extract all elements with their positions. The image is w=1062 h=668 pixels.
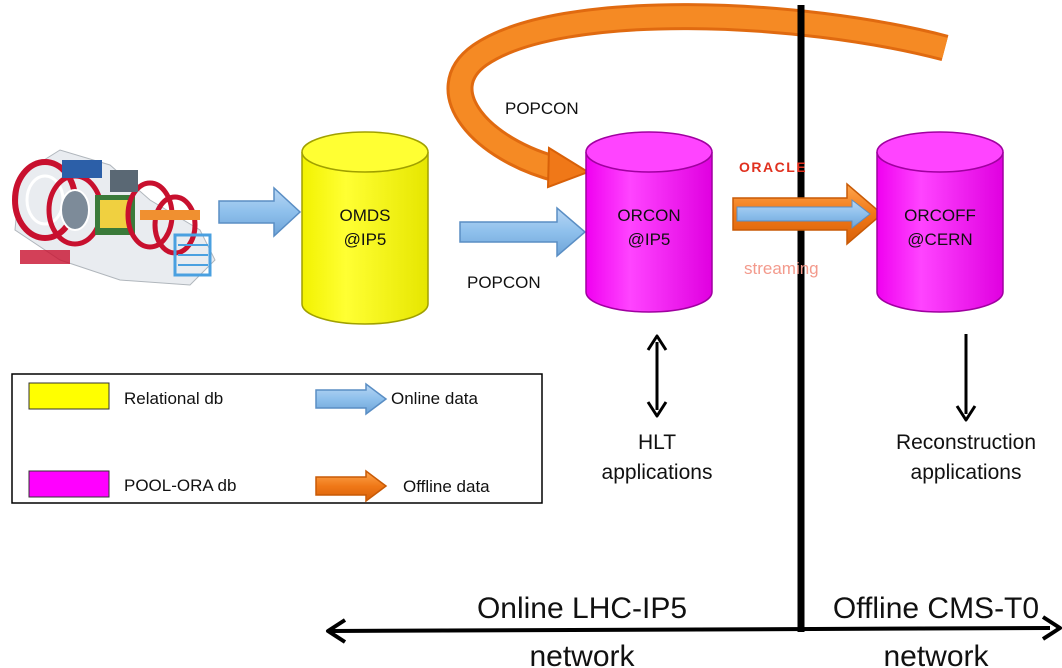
- streaming-arrow-orcon-to-orcoff: [732, 182, 884, 246]
- legend-online-arrow-swatch: [315, 382, 388, 416]
- online-arrow-omds-to-orcon: [459, 206, 587, 258]
- popcon-bottom-label: POPCON: [467, 273, 541, 292]
- omds-location: @IP5: [344, 230, 387, 249]
- hlt-applications-label: applications: [602, 461, 713, 484]
- orcon-location: @IP5: [628, 230, 671, 249]
- reconstruction-applications-label: applications: [911, 461, 1022, 484]
- legend-offline-arrow-swatch: [315, 469, 388, 503]
- orcon-name: ORCON: [617, 206, 680, 225]
- orcoff-database: ORCOFF @CERN: [876, 131, 1004, 313]
- cms-detector-icon: [8, 149, 218, 286]
- legend: Relational db Online data POOL-ORA db Of…: [11, 373, 543, 504]
- legend-relational-db-label: Relational db: [124, 389, 223, 408]
- popcon-top-label: POPCON: [505, 99, 579, 118]
- legend-pool-ora-db-label: POOL-ORA db: [124, 476, 236, 495]
- legend-offline-data-label: Offline data: [403, 477, 490, 496]
- offline-network-label: Offline CMS-T0: [833, 592, 1039, 625]
- omds-name: OMDS: [340, 206, 391, 225]
- online-arrow-detector-to-omds: [218, 186, 302, 238]
- online-network-label: Online LHC-IP5: [477, 592, 687, 625]
- oracle-logo: ORACLE: [739, 159, 807, 175]
- orcoff-name: ORCOFF: [904, 206, 976, 225]
- omds-database: OMDS @IP5: [301, 131, 429, 325]
- network-axis-arrow: [326, 615, 1062, 644]
- offline-network-label-line2: network: [883, 640, 989, 668]
- online-network-label-line2: network: [529, 640, 635, 668]
- streaming-label: streaming: [744, 259, 819, 278]
- legend-pool-ora-db-swatch: [28, 470, 110, 498]
- popcon-feedback-arrow: [446, 3, 949, 189]
- orcoff-reconstruction-arrow: [955, 334, 977, 422]
- hlt-label: HLT: [638, 431, 676, 454]
- reconstruction-label: Reconstruction: [896, 431, 1036, 454]
- orcon-hlt-double-arrow: [646, 334, 668, 418]
- legend-online-data-label: Online data: [391, 389, 478, 408]
- orcoff-location: @CERN: [907, 230, 972, 249]
- legend-relational-db-swatch: [28, 382, 110, 410]
- orcon-database: ORCON @IP5: [585, 131, 713, 313]
